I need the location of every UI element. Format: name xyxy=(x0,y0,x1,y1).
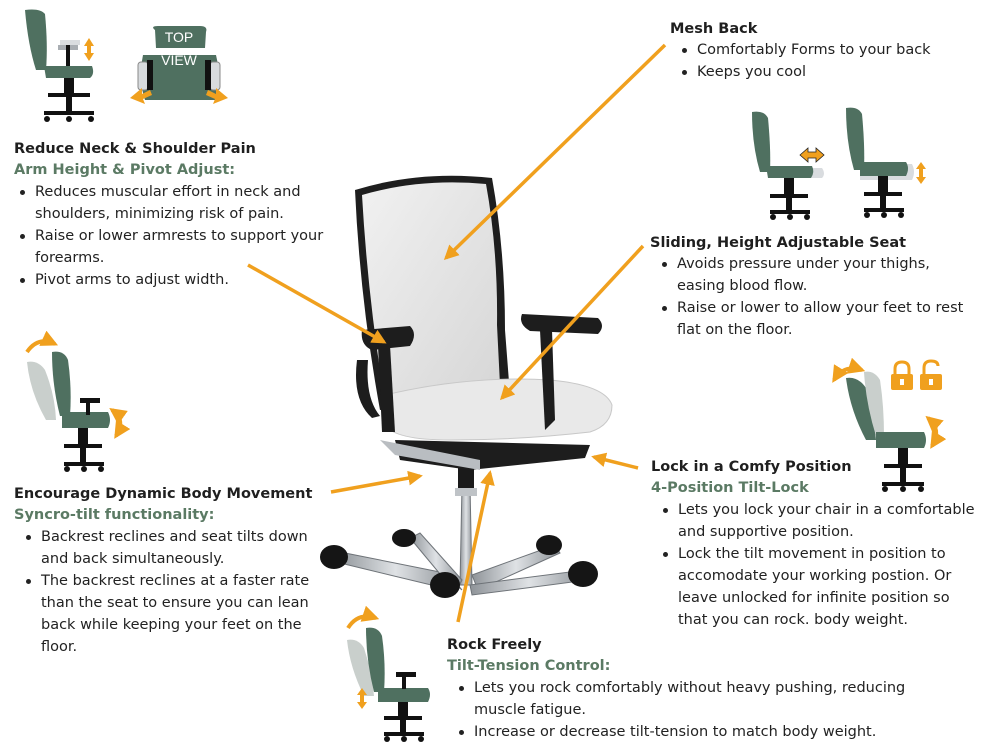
list-item: Backrest reclines and seat tilts down an… xyxy=(20,526,320,570)
list-item: Lets you rock comfortably without heavy … xyxy=(453,677,953,721)
up-down-arrow-icon xyxy=(357,688,367,709)
list-item: Lets you lock your chair in a comfortabl… xyxy=(657,499,979,543)
arm-height-chair-icon xyxy=(25,9,94,122)
neck-bullet-list: Reduces muscular effort in neck and shou… xyxy=(14,181,344,291)
sliding-seat-chair-icon xyxy=(752,111,825,220)
chair-casters xyxy=(320,529,598,598)
list-item: The backrest reclines at a faster rate t… xyxy=(20,570,320,658)
lock-recline-arrow-icon xyxy=(832,357,866,383)
seat-bullet-list: Avoids pressure under your thighs, easin… xyxy=(656,253,970,341)
top-view-label-top: TOP xyxy=(165,29,194,45)
callout-arrows xyxy=(247,43,667,623)
sliding-seat-callout: Sliding, Height Adjustable Seat Avoids p… xyxy=(650,233,970,341)
lock-tilt-arrow-icon xyxy=(925,415,947,449)
pivot-arrow-right-icon xyxy=(206,88,228,104)
pivot-arrow-left-icon xyxy=(130,88,152,104)
arrow-to-seat xyxy=(500,244,645,401)
dynamic-subheading: Syncro-tilt functionality: xyxy=(14,507,215,523)
dynamic-movement-callout: Encourage Dynamic Body Movement Syncro-t… xyxy=(14,484,334,658)
mesh-heading: Mesh Back xyxy=(670,21,758,37)
rock-freely-chair-icon xyxy=(346,605,430,742)
up-down-arrow-icon xyxy=(84,38,94,61)
list-item: Raise or lower armrests to support your … xyxy=(14,225,344,269)
list-item: Avoids pressure under your thighs, easin… xyxy=(656,253,970,297)
top-view-chair-icon: TOP VIEW xyxy=(130,26,228,104)
lock-heading: Lock in a Comfy Position xyxy=(651,459,852,475)
list-item: Lock the tilt movement in position to ac… xyxy=(657,543,979,631)
dynamic-heading: Encourage Dynamic Body Movement xyxy=(14,486,313,502)
list-item: Pivot arms to adjust width. xyxy=(14,269,344,291)
unlock-icon xyxy=(920,359,942,390)
arrow-to-syncro-tilt xyxy=(330,470,423,494)
list-item: Reduces muscular effort in neck and shou… xyxy=(14,181,344,225)
rock-subheading: Tilt-Tension Control: xyxy=(447,658,611,674)
top-view-label-view: VIEW xyxy=(161,52,198,68)
lock-icon xyxy=(891,360,913,390)
neck-subheading: Arm Height & Pivot Adjust: xyxy=(14,162,236,178)
seat-cushion xyxy=(384,378,613,441)
tilt-lock-chair-icon xyxy=(832,357,947,492)
rock-freely-callout: Rock Freely Tilt-Tension Control: Lets y… xyxy=(447,635,967,743)
tilt-lock-callout: Lock in a Comfy Position 4-Position Tilt… xyxy=(651,457,986,631)
seat-tilt-arrow-icon xyxy=(109,408,131,439)
rock-recline-arrow-icon xyxy=(346,605,380,630)
mesh-bullet-list: Comfortably Forms to your back Keeps you… xyxy=(676,39,970,83)
neck-heading: Reduce Neck & Shoulder Pain xyxy=(14,141,256,157)
lock-subheading: 4-Position Tilt-Lock xyxy=(651,480,809,496)
seat-height-chair-icon xyxy=(846,107,926,218)
mesh-back-callout: Mesh Back Comfortably Forms to your back… xyxy=(670,19,970,83)
arrow-to-tilt-tension xyxy=(456,470,495,623)
lock-bullet-list: Lets you lock your chair in a comfortabl… xyxy=(657,499,979,631)
neck-shoulder-callout: Reduce Neck & Shoulder Pain Arm Height &… xyxy=(14,139,344,291)
list-item: Keeps you cool xyxy=(676,61,970,83)
rock-heading: Rock Freely xyxy=(447,637,542,653)
arrow-to-mesh-back xyxy=(443,43,667,261)
arrow-to-armrest xyxy=(247,263,387,344)
arrow-to-tilt-lock xyxy=(591,452,639,470)
seat-heading: Sliding, Height Adjustable Seat xyxy=(650,235,907,251)
rock-bullet-list: Lets you rock comfortably without heavy … xyxy=(453,677,953,743)
dynamic-bullet-list: Backrest reclines and seat tilts down an… xyxy=(20,526,320,658)
left-right-arrow-icon xyxy=(799,147,825,163)
list-item: Raise or lower to allow your feet to res… xyxy=(656,297,970,341)
list-item: Comfortably Forms to your back xyxy=(676,39,970,61)
up-down-arrow-icon xyxy=(916,162,926,184)
syncro-tilt-chair-icon xyxy=(25,330,131,472)
list-item: Increase or decrease tilt-tension to mat… xyxy=(453,721,953,743)
recline-arrow-icon xyxy=(25,330,59,354)
